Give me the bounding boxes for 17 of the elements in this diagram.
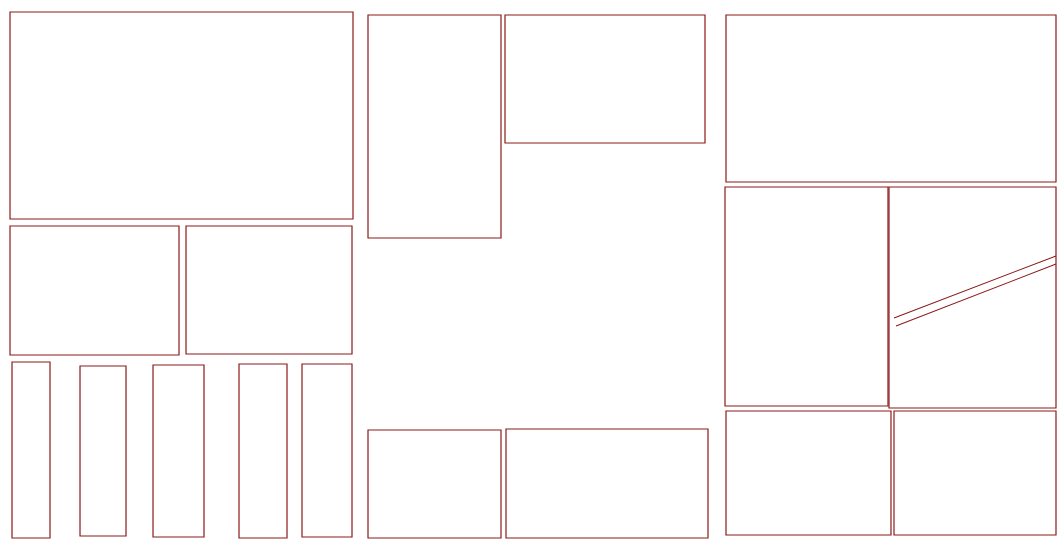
panel-box bbox=[9, 225, 180, 356]
panel-box bbox=[152, 364, 205, 538]
panel-box bbox=[185, 225, 353, 355]
panel-box bbox=[367, 429, 502, 539]
panel-box bbox=[79, 365, 127, 537]
panel-box bbox=[505, 428, 709, 539]
panel-box bbox=[367, 14, 502, 239]
panel-box bbox=[724, 186, 889, 407]
panel-box bbox=[725, 14, 1057, 183]
panel-box bbox=[504, 14, 706, 144]
panel-box bbox=[888, 186, 1057, 409]
panel-box bbox=[11, 361, 51, 539]
panel-box bbox=[301, 363, 353, 538]
panel-box bbox=[725, 410, 892, 536]
panel-box bbox=[9, 11, 354, 220]
panel-box bbox=[893, 410, 1057, 536]
panel-box bbox=[238, 363, 288, 539]
